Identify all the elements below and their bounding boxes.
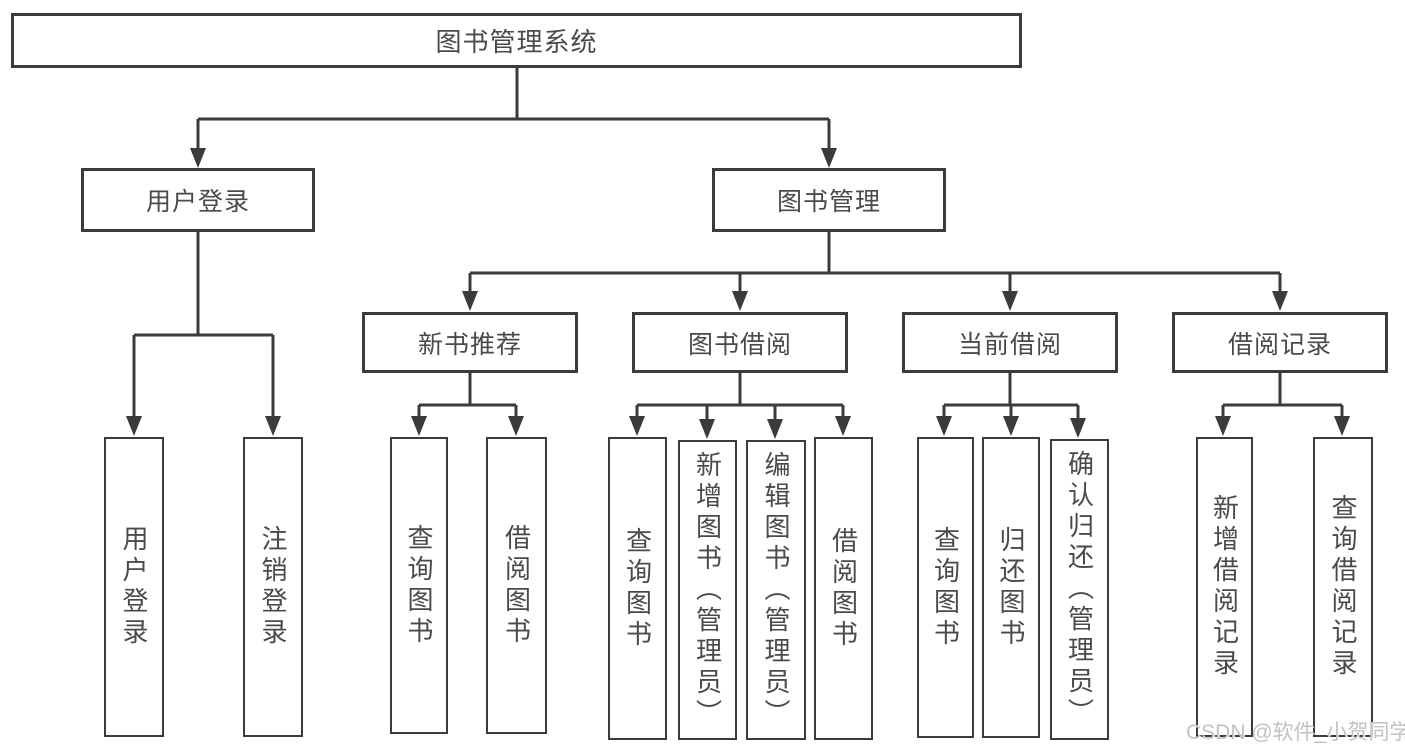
leaf-edit-books-admin: 编辑图书（管理员）	[746, 440, 806, 740]
leaf-confirm-return-admin: 确认归还（管理员）	[1050, 439, 1109, 740]
leaf-query-books-current-label: 查询图书	[930, 525, 961, 650]
node-book-management: 图书管理	[712, 168, 946, 232]
leaf-add-books-admin-label: 新增图书（管理员）	[692, 450, 723, 730]
node-library-system: 图书管理系统	[11, 13, 1022, 68]
node-library-system-label: 图书管理系统	[435, 27, 598, 57]
leaf-borrow-books-borrow-label: 借阅图书	[828, 526, 859, 651]
leaf-query-books-recommend-label: 查询图书	[404, 523, 434, 648]
node-new-book-recommend-label: 新书推荐	[417, 330, 522, 359]
leaf-borrow-books-recommend-label: 借阅图书	[501, 523, 532, 648]
leaf-query-borrow-record: 查询借阅记录	[1313, 437, 1373, 737]
leaf-query-books-current: 查询图书	[917, 437, 974, 738]
leaf-query-books-recommend: 查询图书	[390, 437, 448, 734]
leaf-add-borrow-record: 新增借阅记录	[1196, 437, 1253, 737]
leaf-add-borrow-record-label: 新增借阅记录	[1209, 494, 1240, 680]
csdn-watermark: CSDN @软件_小贺同学	[1186, 721, 1405, 744]
node-book-borrow: 图书借阅	[632, 312, 848, 373]
leaf-user-login: 用户登录	[104, 437, 164, 737]
leaf-logout-label: 注销登录	[258, 525, 288, 649]
leaf-return-books-label: 归还图书	[996, 525, 1026, 650]
node-borrow-records-label: 借阅记录	[1227, 330, 1332, 359]
node-current-borrow: 当前借阅	[902, 312, 1118, 373]
leaf-borrow-books-borrow: 借阅图书	[814, 437, 873, 740]
node-user-login-branch-label: 用户登录	[145, 188, 250, 216]
leaf-edit-books-admin-label: 编辑图书（管理员）	[761, 450, 791, 730]
node-current-borrow-label: 当前借阅	[957, 330, 1062, 359]
leaf-borrow-books-recommend: 借阅图书	[486, 437, 547, 734]
node-book-borrow-label: 图书借阅	[687, 330, 792, 359]
leaf-user-login-label: 用户登录	[119, 525, 149, 649]
leaf-query-books-borrow: 查询图书	[608, 437, 667, 740]
leaf-query-borrow-record-label: 查询借阅记录	[1328, 494, 1358, 680]
node-borrow-records: 借阅记录	[1172, 312, 1388, 373]
leaf-return-books: 归还图书	[982, 437, 1040, 738]
leaf-confirm-return-admin-label: 确认归还（管理员）	[1064, 450, 1095, 729]
leaf-logout: 注销登录	[243, 437, 303, 737]
node-new-book-recommend: 新书推荐	[362, 312, 578, 373]
node-user-login-branch: 用户登录	[81, 168, 315, 232]
node-book-management-label: 图书管理	[776, 188, 881, 216]
leaf-add-books-admin: 新增图书（管理员）	[678, 440, 737, 740]
leaf-query-books-borrow-label: 查询图书	[622, 526, 653, 651]
